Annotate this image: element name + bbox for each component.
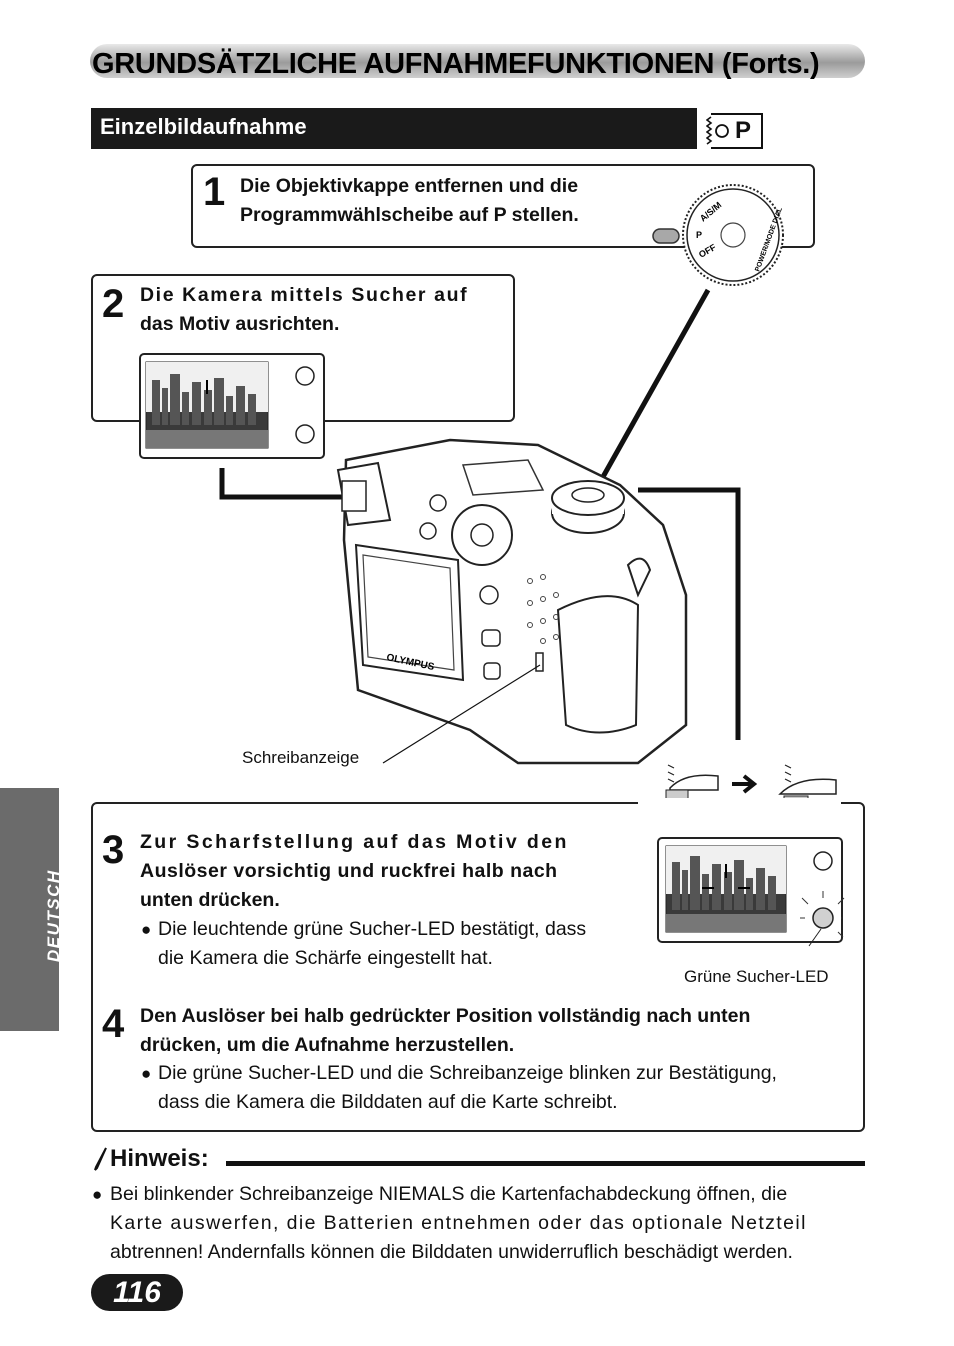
language-side-tab-label: DEUTSCH xyxy=(44,869,63,962)
language-side-tab xyxy=(0,788,59,1031)
step1-number: 1 xyxy=(203,170,226,214)
step1-text-line2: Programmwählscheibe auf P stellen. xyxy=(240,204,579,226)
step3-bullet-line1: Die leuchtende grüne Sucher-LED bestätig… xyxy=(158,918,587,940)
step4-bullet-line2: dass die Kamera die Bilddaten auf die Ka… xyxy=(158,1091,618,1113)
step4-number: 4 xyxy=(102,1002,125,1046)
hint-line1: Bei blinkender Schreibanzeige NIEMALS di… xyxy=(110,1183,788,1205)
step3-4-box xyxy=(91,802,865,1132)
step1-box xyxy=(191,164,815,248)
green-led-caption: Grüne Sucher-LED xyxy=(684,967,829,986)
step3-text-line2: Auslöser vorsichtig und ruckfrei halb na… xyxy=(140,860,558,882)
page-number-pill xyxy=(91,1274,183,1311)
viewfinder-illustration xyxy=(139,353,325,459)
step3-bullet-line2: die Kamera die Schärfe eingestellt hat. xyxy=(158,947,493,969)
page-title: GRUNDSÄTZLICHE AUFNAHMEFUNKTIONEN (Forts… xyxy=(92,48,820,80)
section-bar xyxy=(91,108,697,149)
mode-badge-label: P xyxy=(735,117,752,144)
hint-bullet: ● xyxy=(92,1185,103,1204)
program-mode-icon xyxy=(706,116,729,145)
hint-line3: abtrennen! Andernfalls können die Bildda… xyxy=(110,1241,793,1263)
section-title: Einzelbildaufnahme xyxy=(100,114,307,139)
step3-text-line3: unten drücken. xyxy=(140,889,280,911)
write-indicator-caption: Schreibanzeige xyxy=(242,748,360,767)
mode-dial-illustration: A/S/M P OFF POWER/MODE DIAL xyxy=(652,184,784,286)
hint-rule xyxy=(226,1161,865,1166)
viewfinder-led-bottom xyxy=(295,424,315,444)
viewfinder-focus-illustration xyxy=(657,837,845,947)
dial-label-p: P xyxy=(696,230,702,240)
step4-bullet: ● xyxy=(141,1064,152,1083)
step3-bullet: ● xyxy=(141,920,152,939)
dial-indicator-mark xyxy=(652,228,680,244)
viewfinder-led-top xyxy=(813,851,833,871)
box-gap xyxy=(638,798,841,807)
viewfinder-led-top xyxy=(295,366,315,386)
step3-text-line1: Zur Scharfstellung auf das Motiv den xyxy=(140,831,569,853)
camera-illustration: OLYMPUS xyxy=(219,288,741,765)
mode-badge: P xyxy=(706,113,763,149)
hint-label: Hinweis: xyxy=(110,1145,209,1172)
step2-text-line1: Die Kamera mittels Sucher auf xyxy=(140,284,469,306)
header-band xyxy=(90,44,865,78)
hint-line2: Karte auswerfen, die Batterien entnehmen… xyxy=(110,1212,807,1234)
step2-number: 2 xyxy=(102,282,125,326)
step2-text-line2: das Motiv ausrichten. xyxy=(140,313,340,335)
step1-text-line1: Die Objektivkappe entfernen und die xyxy=(240,175,579,197)
pencil-icon xyxy=(94,1147,107,1171)
step4-bullet-line1: Die grüne Sucher-LED und die Schreibanze… xyxy=(158,1062,777,1084)
step4-text-line1: Den Auslöser bei halb gedrückter Positio… xyxy=(140,1005,751,1027)
page-number: 116 xyxy=(113,1276,161,1309)
step3-number: 3 xyxy=(102,828,125,872)
step4-text-line2: drücken, um die Aufnahme herzustellen. xyxy=(140,1034,515,1056)
green-led-lit xyxy=(812,907,834,929)
